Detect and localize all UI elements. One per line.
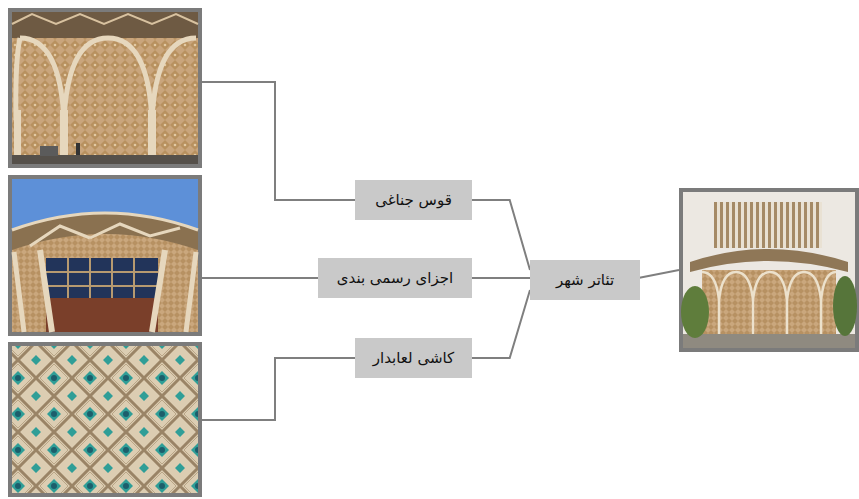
connector-line	[472, 277, 530, 279]
box-label: اجزای رسمی بندی	[337, 269, 453, 287]
feature-box: کاشی لعابدار	[355, 338, 472, 378]
box-label: کاشی لعابدار	[373, 349, 454, 367]
photo-tiles	[8, 342, 202, 497]
connector-line	[472, 200, 530, 270]
photo-canopy	[8, 175, 202, 336]
box-label: تئاتر شهر	[556, 271, 614, 289]
feature-box: قوس جناغی	[355, 180, 472, 220]
box-label: قوس جناغی	[375, 191, 452, 209]
connector-line	[472, 290, 530, 358]
photo-arches	[8, 8, 202, 168]
center-box: تئاتر شهر	[530, 260, 640, 300]
photo-theatre	[679, 188, 859, 352]
feature-box: اجزای رسمی بندی	[318, 258, 472, 298]
leader-lines	[202, 82, 679, 420]
